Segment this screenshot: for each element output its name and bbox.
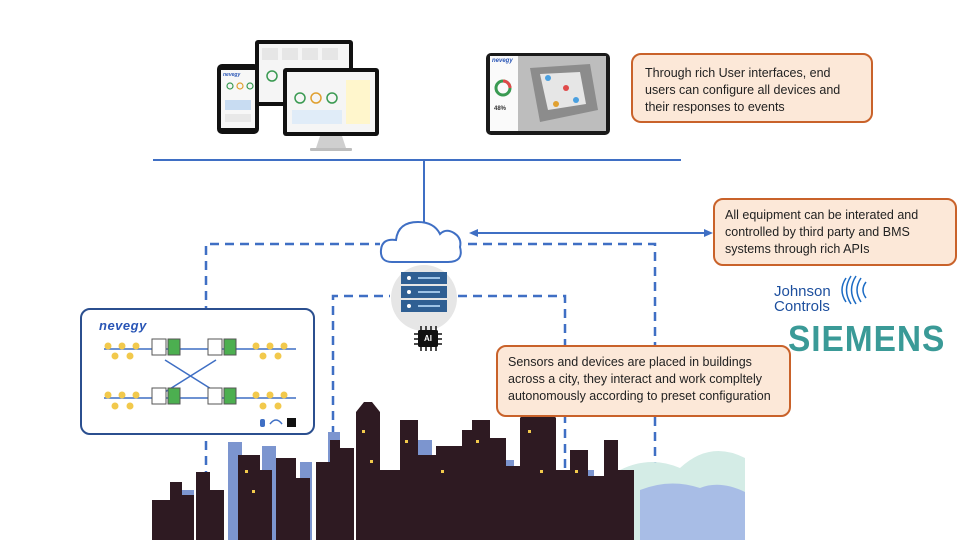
- lightbulb-icon: [104, 342, 288, 410]
- johnson-controls-line2: Controls: [774, 298, 830, 315]
- cloud-icon: [379, 220, 462, 263]
- ai-chip-label: AI: [424, 334, 432, 343]
- inner-dashed-link-right: [458, 294, 567, 480]
- controller-box: [151, 338, 237, 405]
- tablet-brand-logo: nevegy: [492, 58, 513, 64]
- imac-device: [283, 68, 379, 151]
- johnson-controls-logo: Johnson Controls: [774, 284, 831, 314]
- johnson-controls-line1: Johnson: [774, 283, 831, 300]
- api-callout: All equipment can be interated and contr…: [713, 198, 957, 266]
- ipad-device: [217, 64, 259, 134]
- connectivity-icons: [260, 418, 296, 427]
- panel-brand-logo: nevegy: [99, 318, 147, 333]
- inner-dashed-link: [331, 294, 390, 480]
- sensors-callout: Sensors and devices are placed in buildi…: [496, 345, 791, 417]
- tablet-device: [486, 53, 610, 135]
- user-interface-callout: Through rich User interfaces, end users …: [631, 53, 873, 123]
- api-arrow-left-head: [469, 229, 478, 237]
- siemens-logo: SIEMENS: [788, 318, 946, 359]
- city-skyline: [152, 402, 745, 540]
- api-arrow-right-head: [704, 229, 713, 237]
- server-icon: [391, 265, 457, 331]
- building-controller-panel: [80, 308, 315, 435]
- ai-chip-icon: [414, 326, 442, 351]
- tablet-stat: 48%: [494, 106, 507, 112]
- outer-dashed-link-right: [468, 242, 657, 480]
- johnson-controls-emblem: [841, 275, 867, 305]
- ipad-brand-logo: nevegy: [223, 72, 241, 78]
